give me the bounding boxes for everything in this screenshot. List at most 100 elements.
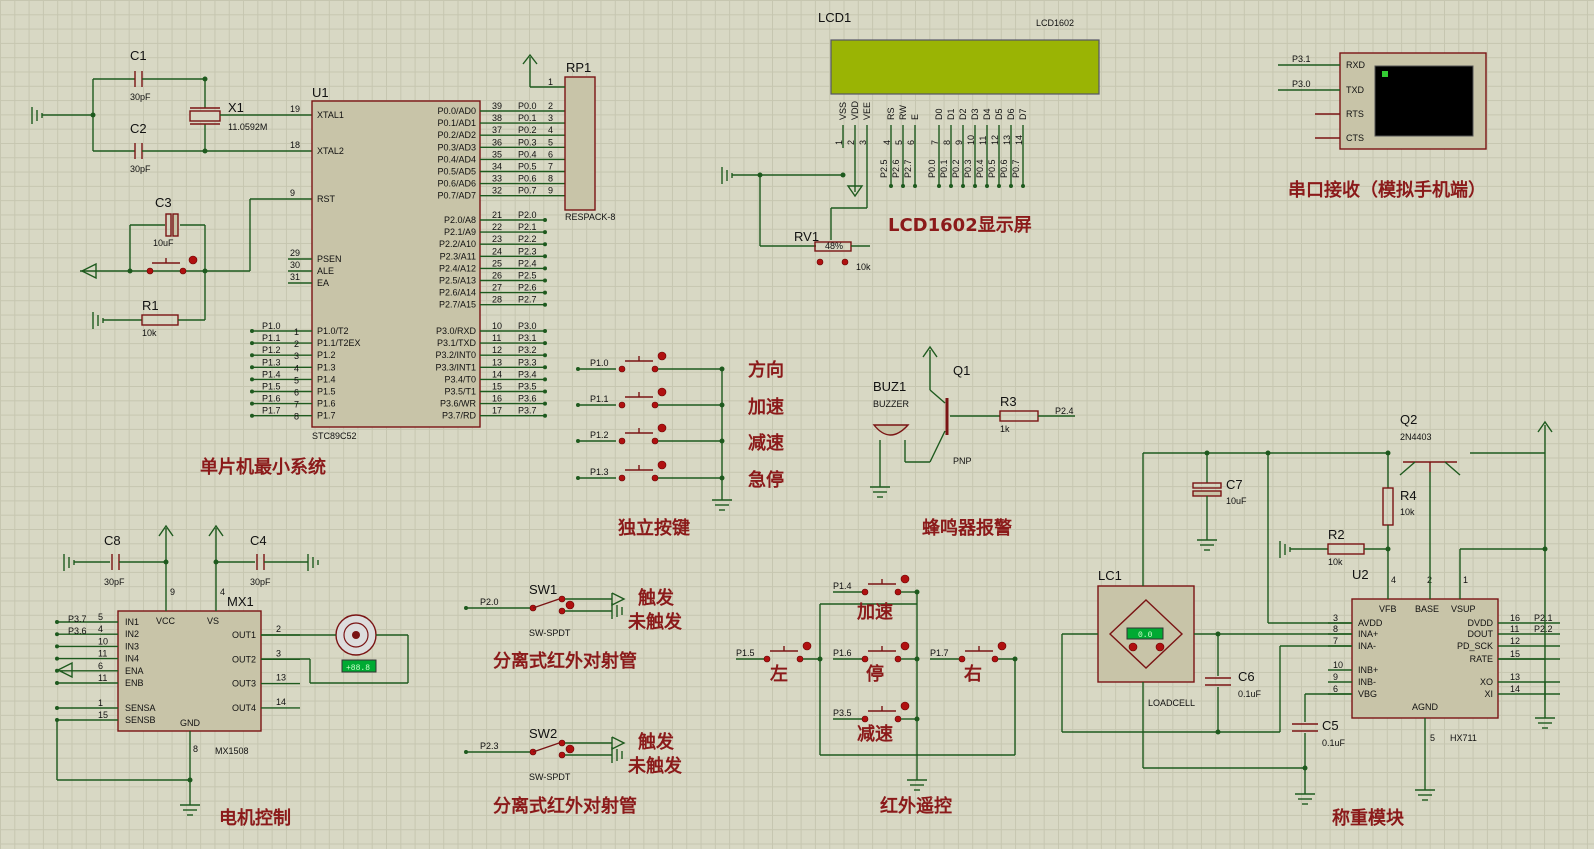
u1-net-P2.7: P2.7 [518, 295, 537, 305]
u1-pin-12: 12 [492, 345, 502, 355]
lc1-part: LOADCELL [1148, 698, 1195, 708]
lcd1602[interactable]: LCD1 LCD1602 VSS1VDD2VEE3RS4RW5E6D07D18D… [721, 10, 1100, 272]
rp1-part: RESPACK-8 [565, 212, 615, 222]
mx1-pin-13: 13 [276, 673, 286, 683]
u1-pin-8: 8 [294, 412, 299, 422]
reset-circuit: C3 10uF R1 10k [80, 195, 312, 338]
mx1-pinname-out3: OUT3 [232, 679, 256, 689]
u2-part: HX711 [1450, 733, 1477, 743]
u2-pinname-xo: XO [1480, 677, 1493, 687]
mx1-pinname-out2: OUT2 [232, 654, 256, 664]
u1-net-P1.6: P1.6 [262, 394, 281, 404]
u1-pin-9: 9 [290, 188, 295, 198]
u1-pinname-p1-2: P1.2 [317, 350, 336, 360]
u1-pin-10: 10 [492, 321, 502, 331]
u1-pin-37: 37 [492, 125, 502, 135]
u2-pin-3: 3 [1333, 613, 1338, 623]
mx1-pinname-sensb: SENSB [125, 715, 156, 725]
u2-pinname-vfb: VFB [1379, 604, 1397, 614]
rv1-percent: 48% [825, 241, 843, 251]
key-label-decel: 减速 [748, 432, 784, 454]
key-label-accel: 加速 [747, 396, 784, 418]
lcd-pinname-d1: D1 [946, 108, 956, 120]
key-label-stop: 急停 [748, 469, 784, 491]
u1-mcu[interactable]: U1 STC89C52 19XTAL118XTAL29RST29PSEN30AL… [250, 85, 565, 441]
lc1-ref: LC1 [1098, 568, 1122, 583]
u1-net-P3.2: P3.2 [518, 345, 537, 355]
lcd-pinname-d4: D4 [982, 108, 992, 120]
u1-pin-35: 35 [492, 149, 502, 159]
u2-agnd: AGND [1412, 702, 1439, 712]
x1-value: 11.0592M [228, 122, 267, 132]
lcd-net-P2.6: P2.6 [891, 159, 901, 178]
rp1-respack[interactable]: 1 RP1 RESPACK-8 [522, 53, 615, 222]
mx1-pin-11-3: 11 [98, 649, 107, 659]
u1-pin-34: 34 [492, 162, 502, 172]
u1-pinname-P3.7: P3.7/RD [442, 411, 477, 421]
u1-net-P0.6: P0.6 [518, 174, 537, 184]
rp1-ref: RP1 [566, 60, 591, 75]
u1-pin-16: 16 [492, 394, 502, 404]
buzzer-circuit[interactable]: BUZ1 BUZZER Q1 PNP R3 1k P2.4 [870, 345, 1075, 498]
u1-net-P1.3: P1.3 [262, 357, 281, 367]
u2-pinname-dout: DOUT [1468, 629, 1494, 639]
u1-pin-3: 3 [294, 351, 299, 361]
lcd-pinname-d6: D6 [1006, 108, 1016, 120]
u1-pinname-P2.2: P2.2/A10 [439, 239, 476, 249]
u1-pin-15: 15 [492, 382, 502, 392]
r2-ref: R2 [1328, 527, 1345, 542]
mx1-net-P3.7: P3.7 [68, 614, 87, 624]
c5-value: 0.1uF [1322, 738, 1346, 748]
u1-pinname-P3.2: P3.2/INT0 [435, 350, 476, 360]
lcd-net-P0.0: P0.0 [927, 159, 937, 178]
serial-pin-rxd: RXD [1346, 60, 1366, 70]
r1-value: 10k [142, 328, 157, 338]
rp1-pin-7: 7 [548, 162, 553, 172]
serial-terminal[interactable]: P3.1 P3.0 RXD TXD RTS CTS [1278, 52, 1487, 150]
lcd-screen [830, 39, 1100, 95]
u1-pin-31: 31 [290, 272, 300, 282]
sw-label-trigger: 触发 [638, 731, 675, 753]
mx1-pin-1-6: 1 [98, 698, 103, 708]
r3-value: 1k [1000, 424, 1010, 434]
u1-pin-2: 2 [294, 339, 299, 349]
mx1-vs: VS [207, 616, 219, 626]
u2-pinname-ina-: INA- [1358, 641, 1376, 651]
u1-net-P3.1: P3.1 [518, 333, 537, 343]
u1-pinname-rst: RST [317, 194, 336, 204]
lcd-pinname-rs: RS [886, 107, 896, 120]
c7-value: 10uF [1226, 496, 1247, 506]
lcd-part: LCD1602 [1036, 18, 1074, 28]
u1-pin-30: 30 [290, 260, 300, 270]
u2-pin-7: 7 [1333, 636, 1338, 646]
mx1-ref: MX1 [227, 594, 254, 609]
u1-net-P2.6: P2.6 [518, 283, 537, 293]
u1-net-P2.4: P2.4 [518, 258, 537, 268]
rp1-pin1: 1 [548, 77, 553, 87]
u1-pin-33: 33 [492, 174, 502, 184]
mx1-pinname-in2: IN2 [125, 629, 139, 639]
mx1-net-P3.6: P3.6 [68, 626, 87, 636]
u1-pin-29: 29 [290, 248, 300, 258]
u1-net-P2.2: P2.2 [518, 234, 537, 244]
u1-pinname-P3.4: P3.4/T0 [444, 374, 476, 384]
u1-net-P3.3: P3.3 [518, 357, 537, 367]
mx1-pin-11-5: 11 [98, 673, 107, 683]
u1-pinname-P3.0: P3.0/RXD [436, 326, 477, 336]
mx1-pinname-in1: IN1 [125, 617, 139, 627]
u1-net-P0.1: P0.1 [518, 113, 537, 123]
u1-pin-25: 25 [492, 258, 502, 268]
remote-net-P1.5: P1.5 [736, 648, 755, 658]
rp1-pin-5: 5 [548, 137, 553, 147]
u2-pin-10: 10 [1333, 660, 1343, 670]
u2-pinname-ina+: INA+ [1358, 629, 1378, 639]
r2-value: 10k [1328, 557, 1343, 567]
